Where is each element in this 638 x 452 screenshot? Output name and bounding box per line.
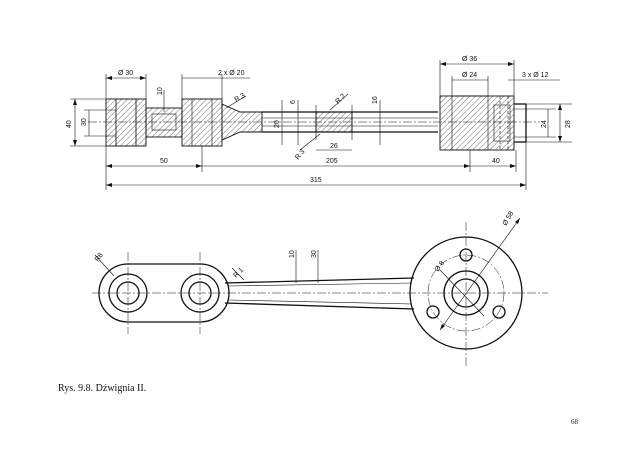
dim-h16: 16 [372, 96, 379, 104]
section-view: Ø 30 2 x Ø 20 Ø 36 Ø 24 3 x Ø 12 40 30 1… [66, 56, 572, 190]
dim-3xd12: 3 x Ø 12 [522, 72, 549, 79]
double-hub-outline [98, 263, 230, 323]
page-number: 68 [571, 418, 578, 426]
left-hub [105, 98, 147, 147]
dim-w205: 205 [326, 158, 338, 165]
dim-r2: R 2 [334, 93, 347, 106]
dim-h10: 10 [157, 87, 164, 95]
dim-d58: Ø 58 [502, 210, 516, 227]
arrowheads [73, 62, 562, 187]
dim-w50: 50 [160, 158, 168, 165]
arm-local-section [315, 111, 353, 133]
dim-w26: 26 [330, 143, 338, 150]
dim-w315: 315 [310, 177, 322, 184]
dim-v30: 30 [311, 250, 318, 258]
dim-r3-lower: R 3 [294, 148, 306, 161]
dim-r3-upper: R 3 [234, 92, 247, 104]
dim-w40: 40 [492, 158, 500, 165]
dim-h28: 28 [565, 120, 572, 128]
dim-h24: 24 [541, 120, 548, 128]
dim-r8: R8 [94, 252, 105, 263]
dim-h40: 40 [66, 120, 73, 128]
dim-d36: Ø 36 [462, 56, 477, 63]
dim-d30: Ø 30 [118, 70, 133, 77]
dim-h30: 30 [81, 118, 88, 126]
round-flange [409, 236, 523, 350]
dim-d24: Ø 24 [462, 72, 477, 79]
dim-2xd20: 2 x Ø 20 [218, 70, 245, 77]
plan-view: R8 R 1 10 30 Ø 58 Ø 8 [92, 210, 548, 366]
dimension-lines [74, 63, 561, 186]
right-hub [439, 95, 515, 151]
dim-r1: R 1 [232, 267, 245, 280]
dim-v10: 10 [289, 250, 296, 258]
middle-hub [181, 98, 223, 147]
figure-caption: Rys. 9.8. Dźwignia II. [58, 383, 147, 394]
dim-h6: 6 [290, 100, 297, 104]
dim-h20: 20 [274, 120, 281, 128]
